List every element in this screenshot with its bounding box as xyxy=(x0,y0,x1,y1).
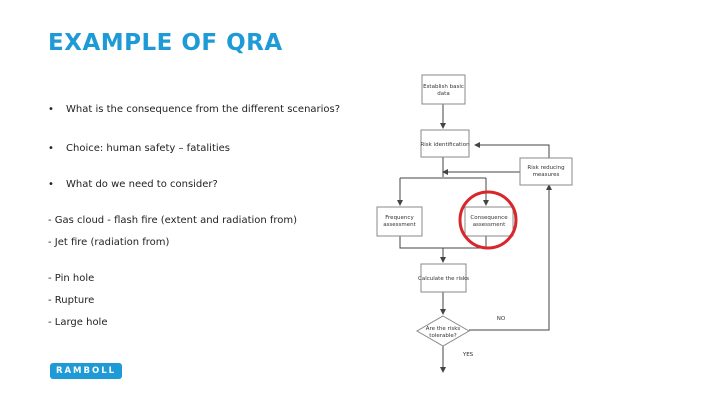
node-label: data xyxy=(437,91,449,97)
decision-risks-tolerable: Are the risks tolerable? xyxy=(415,315,471,347)
bullet-text: Choice: human safety – fatalities xyxy=(66,143,230,154)
node-calculate-risks: Calculate the risks xyxy=(418,263,469,293)
detail-line: - Jet fire (radiation from) xyxy=(48,237,170,248)
node-label: Consequence xyxy=(470,215,508,221)
bullet-dot-icon: • xyxy=(48,104,54,115)
node-frequency-assessment: Frequency assessment xyxy=(376,206,423,237)
bullet-dot-icon: • xyxy=(48,143,54,154)
bullet-item: • What do we need to consider? xyxy=(48,179,218,190)
edge-risk-reducing-to-identification xyxy=(474,142,550,159)
highlight-circle xyxy=(458,190,518,250)
yes-label: YES xyxy=(462,352,474,358)
bullet-text: What do we need to consider? xyxy=(66,179,218,190)
edge-no-to-risk-reducing xyxy=(469,184,552,331)
node-consequence-assessment: Consequence assessment xyxy=(464,206,514,237)
node-label: Calculate the risks xyxy=(418,276,469,282)
detail-line: - Gas cloud - flash fire (extent and rad… xyxy=(48,215,298,226)
node-label: Risk reducing xyxy=(527,165,564,171)
node-label: assessment xyxy=(473,222,506,228)
slide-title: EXAMPLE OF QRA xyxy=(48,30,283,56)
node-label: Frequency xyxy=(385,215,414,221)
node-label: Establish basic xyxy=(423,84,464,90)
node-label: Risk identification xyxy=(420,142,470,148)
node-risk-identification: Risk identification xyxy=(420,129,470,158)
detail-line: - Large hole xyxy=(48,317,108,328)
ramboll-logo: RAMBOLL xyxy=(50,363,122,379)
node-risk-reducing-measures: Risk reducing measures xyxy=(519,157,573,186)
bullet-text: What is the consequence from the differe… xyxy=(66,104,341,115)
bullet-item: • What is the consequence from the differ… xyxy=(48,104,340,115)
detail-line: - Rupture xyxy=(48,295,95,306)
node-label: assessment xyxy=(383,222,416,228)
node-label: measures xyxy=(533,172,560,178)
node-establish-basic-data: Establish basic data xyxy=(421,74,466,105)
node-label: tolerable? xyxy=(429,333,456,339)
bullet-dot-icon: • xyxy=(48,179,54,190)
node-label: Are the risks xyxy=(426,326,461,332)
no-label: NO xyxy=(497,316,506,322)
detail-line: - Pin hole xyxy=(48,273,95,284)
bullet-item: • Choice: human safety – fatalities xyxy=(48,143,230,154)
